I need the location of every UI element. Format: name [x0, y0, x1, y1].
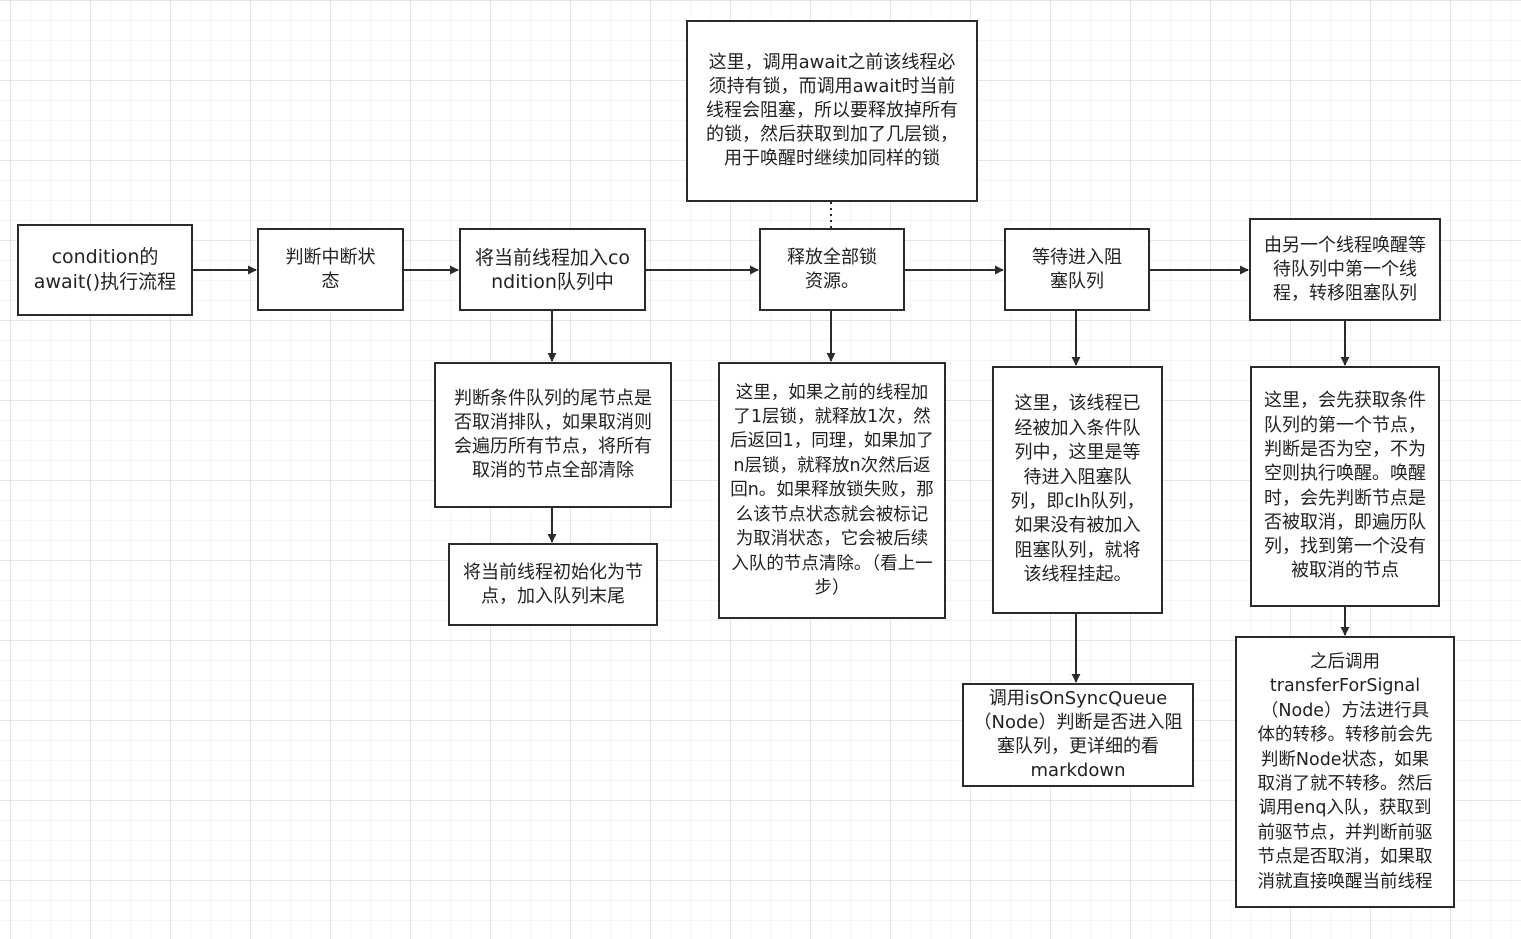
node-check-tail: 判断条件队列的尾节点是否取消排队，如果取消则会遍历所有节点，将所有取消的节点全部… — [434, 362, 672, 508]
node-wake-detail: 这里，会先获取条件队列的第一个节点，判断是否为空，不为空则执行唤醒。唤醒时，会先… — [1250, 366, 1440, 607]
node-enqueue-label: 将当前线程加入condition队列中 — [474, 246, 631, 293]
node-wait-block-label: 等待进入阻塞队列 — [1032, 246, 1122, 292]
node-release-label: 释放全部锁资源。 — [787, 246, 877, 292]
node-check-tail-label: 判断条件队列的尾节点是否取消排队，如果取消则会遍历所有节点，将所有取消的节点全部… — [454, 388, 652, 481]
node-transfer-detail: 之后调用transferForSignal（Node）方法进行具体的转移。转移前… — [1235, 636, 1455, 908]
note-lock: 这里，调用await之前该线程必须持有锁，而调用await时当前线程会阻塞，所以… — [686, 20, 978, 202]
node-release-detail: 这里，如果之前的线程加了1层锁，就释放1次，然后返回1，同理，如果加了n层锁，就… — [718, 362, 946, 619]
node-init-node-label: 将当前线程初始化为节点，加入队列末尾 — [463, 561, 643, 607]
node-wait-detail: 这里，该线程已经被加入条件队列中，这里是等待进入阻塞队列，即clh队列，如果没有… — [992, 366, 1163, 614]
node-start-label: condition的await()执行流程 — [33, 246, 177, 293]
node-sync-check: 调用isOnSyncQueue（Node）判断是否进入阻塞队列，更详细的看mar… — [962, 683, 1194, 787]
node-enqueue: 将当前线程加入condition队列中 — [459, 228, 646, 311]
node-wake: 由另一个线程唤醒等待队列中第一个线程，转移阻塞队列 — [1249, 218, 1441, 321]
node-init-node: 将当前线程初始化为节点，加入队列末尾 — [448, 543, 658, 626]
node-wake-label: 由另一个线程唤醒等待队列中第一个线程，转移阻塞队列 — [1264, 234, 1426, 304]
node-transfer-detail-label: 之后调用transferForSignal（Node）方法进行具体的转移。转移前… — [1257, 651, 1433, 892]
node-wait-detail-label: 这里，该线程已经被加入条件队列中，这里是等待进入阻塞队列，即clh队列，如果没有… — [1010, 393, 1145, 586]
node-wait-block: 等待进入阻塞队列 — [1004, 228, 1150, 311]
node-release: 释放全部锁资源。 — [759, 228, 905, 311]
node-release-detail-label: 这里，如果之前的线程加了1层锁，就释放1次，然后返回1，同理，如果加了n层锁，就… — [730, 382, 934, 598]
node-wake-detail-label: 这里，会先获取条件队列的第一个节点，判断是否为空，不为空则执行唤醒。唤醒时，会先… — [1264, 390, 1426, 582]
node-interrupt: 判断中断状态 — [257, 228, 404, 311]
node-interrupt-label: 判断中断状态 — [285, 246, 376, 292]
node-sync-check-label: 调用isOnSyncQueue（Node）判断是否进入阻塞队列，更详细的看mar… — [973, 688, 1183, 781]
node-start: condition的await()执行流程 — [17, 224, 193, 316]
note-lock-label: 这里，调用await之前该线程必须持有锁，而调用await时当前线程会阻塞，所以… — [706, 52, 958, 169]
